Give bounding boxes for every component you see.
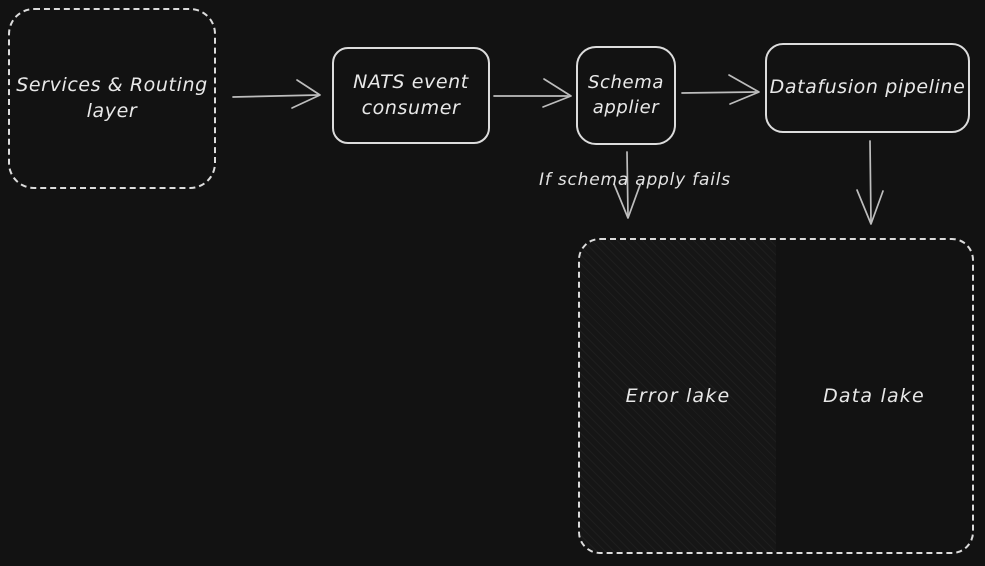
node-services-routing-layer[interactable]: Services & Routing layer [8, 8, 216, 189]
arrow-nats-to-schema [493, 78, 572, 108]
node-label-nats-event-consumer: NATS event consumer [353, 70, 469, 119]
arrow-schema-to-datafusion [681, 74, 760, 105]
edge-label-if-schema-apply-fails: If schema apply fails [539, 170, 731, 190]
region-error-lake[interactable]: Error lake [580, 240, 776, 552]
node-schema-applier[interactable]: Schema applier [576, 46, 676, 145]
region-data-lake[interactable]: Data lake [776, 240, 972, 552]
arrow-datafusion-to-data-lake [856, 140, 884, 225]
region-label-error-lake: Error lake [625, 385, 731, 407]
node-datafusion-pipeline[interactable]: Datafusion pipeline [765, 43, 970, 133]
region-label-data-lake: Data lake [823, 385, 925, 407]
arrow-services-to-nats [232, 79, 321, 109]
node-nats-event-consumer[interactable]: NATS event consumer [332, 47, 490, 144]
node-label-services-routing-layer: Services & Routing layer [16, 73, 208, 122]
lake-container[interactable]: Error lake Data lake [578, 238, 974, 554]
node-label-schema-applier: Schema applier [588, 72, 664, 118]
node-label-datafusion-pipeline: Datafusion pipeline [769, 76, 966, 99]
